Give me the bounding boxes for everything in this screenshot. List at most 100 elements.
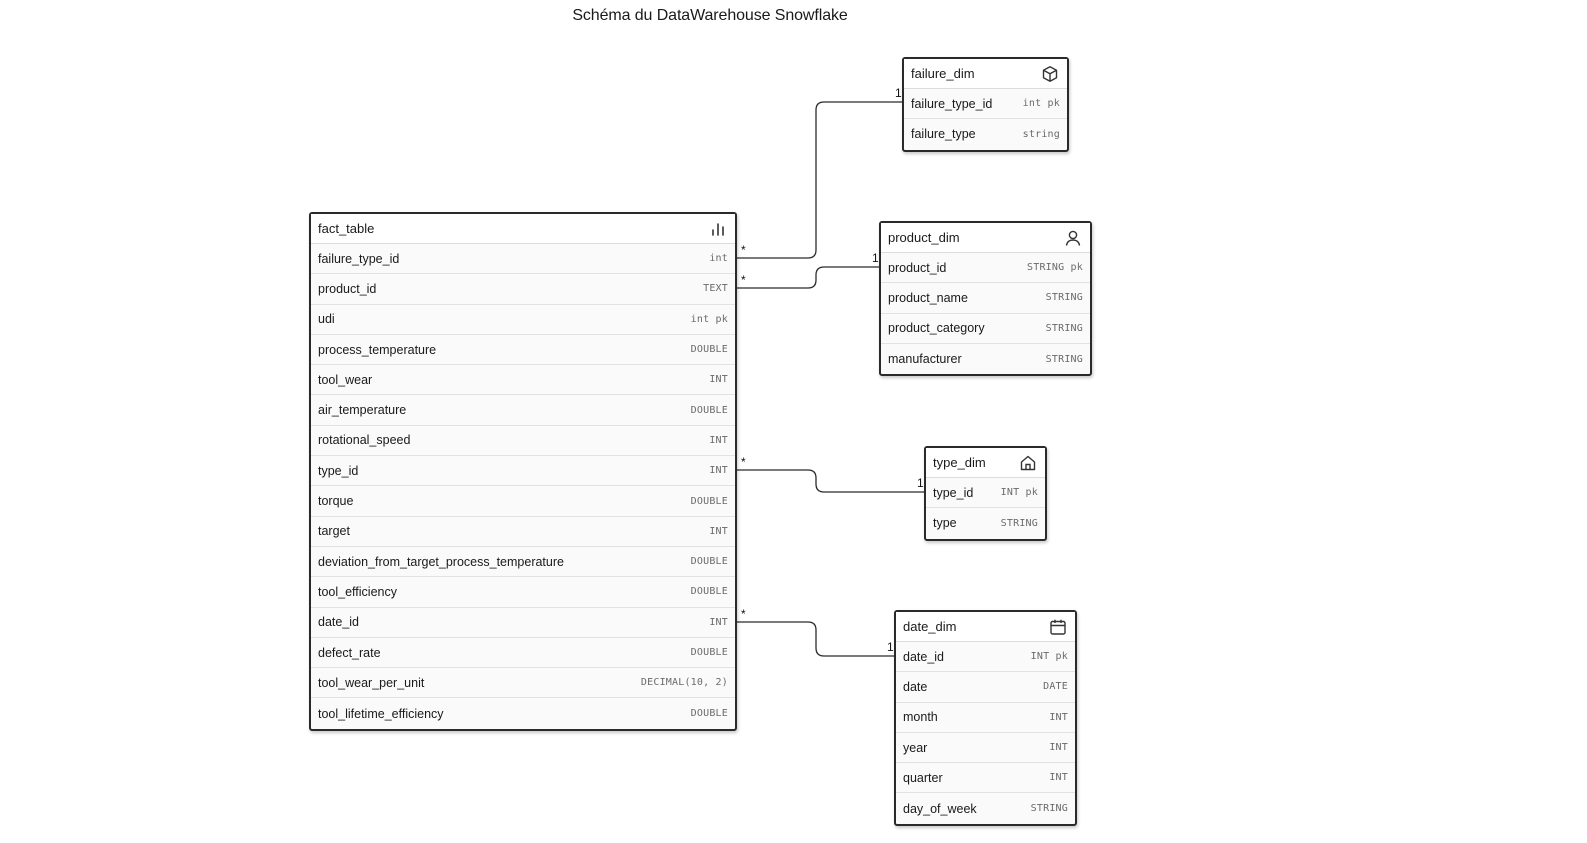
column-type: int pk — [690, 313, 728, 325]
column-type: STRING pk — [1027, 262, 1083, 274]
column-name: type_id — [933, 485, 974, 500]
column-name: manufacturer — [888, 352, 962, 367]
column-name: process_temperature — [318, 342, 437, 357]
entity-name: failure_dim — [911, 66, 975, 81]
column-name: torque — [318, 494, 354, 509]
column-name: tool_efficiency — [318, 584, 397, 599]
cardinality-many: * — [741, 607, 746, 621]
cardinality-many: * — [741, 455, 746, 469]
column-row[interactable]: type_id INT pk — [926, 478, 1045, 509]
column-row[interactable]: process_temperature DOUBLE — [311, 335, 735, 366]
column-type: DATE — [1043, 681, 1068, 693]
column-name: failure_type — [911, 127, 976, 142]
column-name: failure_type_id — [911, 96, 993, 111]
cardinality-one: 1 — [872, 251, 879, 265]
column-type: INT pk — [1000, 487, 1038, 499]
diagram-title: Schéma du DataWarehouse Snowflake — [572, 7, 848, 24]
cardinality-one: 1 — [887, 640, 894, 654]
cardinality-many: * — [741, 243, 746, 257]
entity-header: date_dim — [896, 612, 1075, 642]
column-type: DOUBLE — [690, 556, 728, 568]
entity-header: fact_table — [311, 214, 735, 244]
column-type: DECIMAL(10, 2) — [640, 677, 728, 689]
calendar-icon — [1048, 617, 1068, 637]
column-name: quarter — [903, 770, 943, 785]
cardinality-one: 1 — [895, 86, 902, 100]
entity-header: type_dim — [926, 448, 1045, 478]
column-row[interactable]: torque DOUBLE — [311, 486, 735, 517]
column-name: type — [933, 516, 957, 531]
column-type: int — [709, 253, 728, 265]
column-row[interactable]: tool_wear_per_unit DECIMAL(10, 2) — [311, 668, 735, 699]
column-type: INT — [1049, 742, 1068, 754]
user-icon — [1063, 228, 1083, 248]
column-row[interactable]: type_id INT — [311, 456, 735, 487]
home-icon — [1018, 453, 1038, 473]
column-row[interactable]: day_of_week STRING — [896, 793, 1075, 823]
column-name: defect_rate — [318, 645, 381, 660]
column-name: type_id — [318, 463, 359, 478]
column-row[interactable]: deviation_from_target_process_temperatur… — [311, 547, 735, 578]
column-type: STRING — [1030, 803, 1068, 815]
column-row[interactable]: date_id INT pk — [896, 642, 1075, 673]
column-type: INT — [709, 465, 728, 477]
column-name: product_category — [888, 321, 985, 336]
entity-name: product_dim — [888, 230, 960, 245]
column-type: INT pk — [1030, 651, 1068, 663]
column-type: INT — [709, 434, 728, 446]
column-name: date_id — [903, 649, 945, 664]
column-type: STRING — [1000, 517, 1038, 529]
cube-icon — [1040, 64, 1060, 84]
entity-header: failure_dim — [904, 59, 1067, 89]
column-row[interactable]: month INT — [896, 703, 1075, 733]
column-name: tool_wear_per_unit — [318, 675, 425, 690]
column-name: air_temperature — [318, 403, 407, 418]
column-type: DOUBLE — [690, 344, 728, 356]
link-date — [733, 621, 898, 657]
entity-name: fact_table — [318, 221, 375, 236]
cardinality-many: * — [741, 273, 746, 287]
column-name: rotational_speed — [318, 433, 411, 448]
column-row[interactable]: rotational_speed INT — [311, 426, 735, 457]
column-name: date — [903, 679, 928, 694]
column-row[interactable]: failure_type string — [904, 119, 1067, 149]
column-type: INT — [1049, 711, 1068, 723]
column-type: DOUBLE — [690, 495, 728, 507]
column-row[interactable]: date DATE — [896, 672, 1075, 703]
column-name: product_name — [888, 290, 968, 305]
column-name: day_of_week — [903, 801, 977, 816]
column-type: TEXT — [703, 283, 728, 295]
link-product — [733, 266, 883, 289]
entity-header: product_dim — [881, 223, 1090, 253]
column-name: date_id — [318, 615, 360, 630]
type-dim-entity[interactable]: type_dim type_id INT pk type STRING — [924, 446, 1047, 541]
column-row[interactable]: type STRING — [926, 508, 1045, 538]
column-type: INT — [709, 374, 728, 386]
column-name: tool_lifetime_efficiency — [318, 706, 444, 721]
column-type: string — [1022, 128, 1060, 140]
column-name: month — [903, 710, 938, 725]
entity-name: date_dim — [903, 619, 957, 634]
